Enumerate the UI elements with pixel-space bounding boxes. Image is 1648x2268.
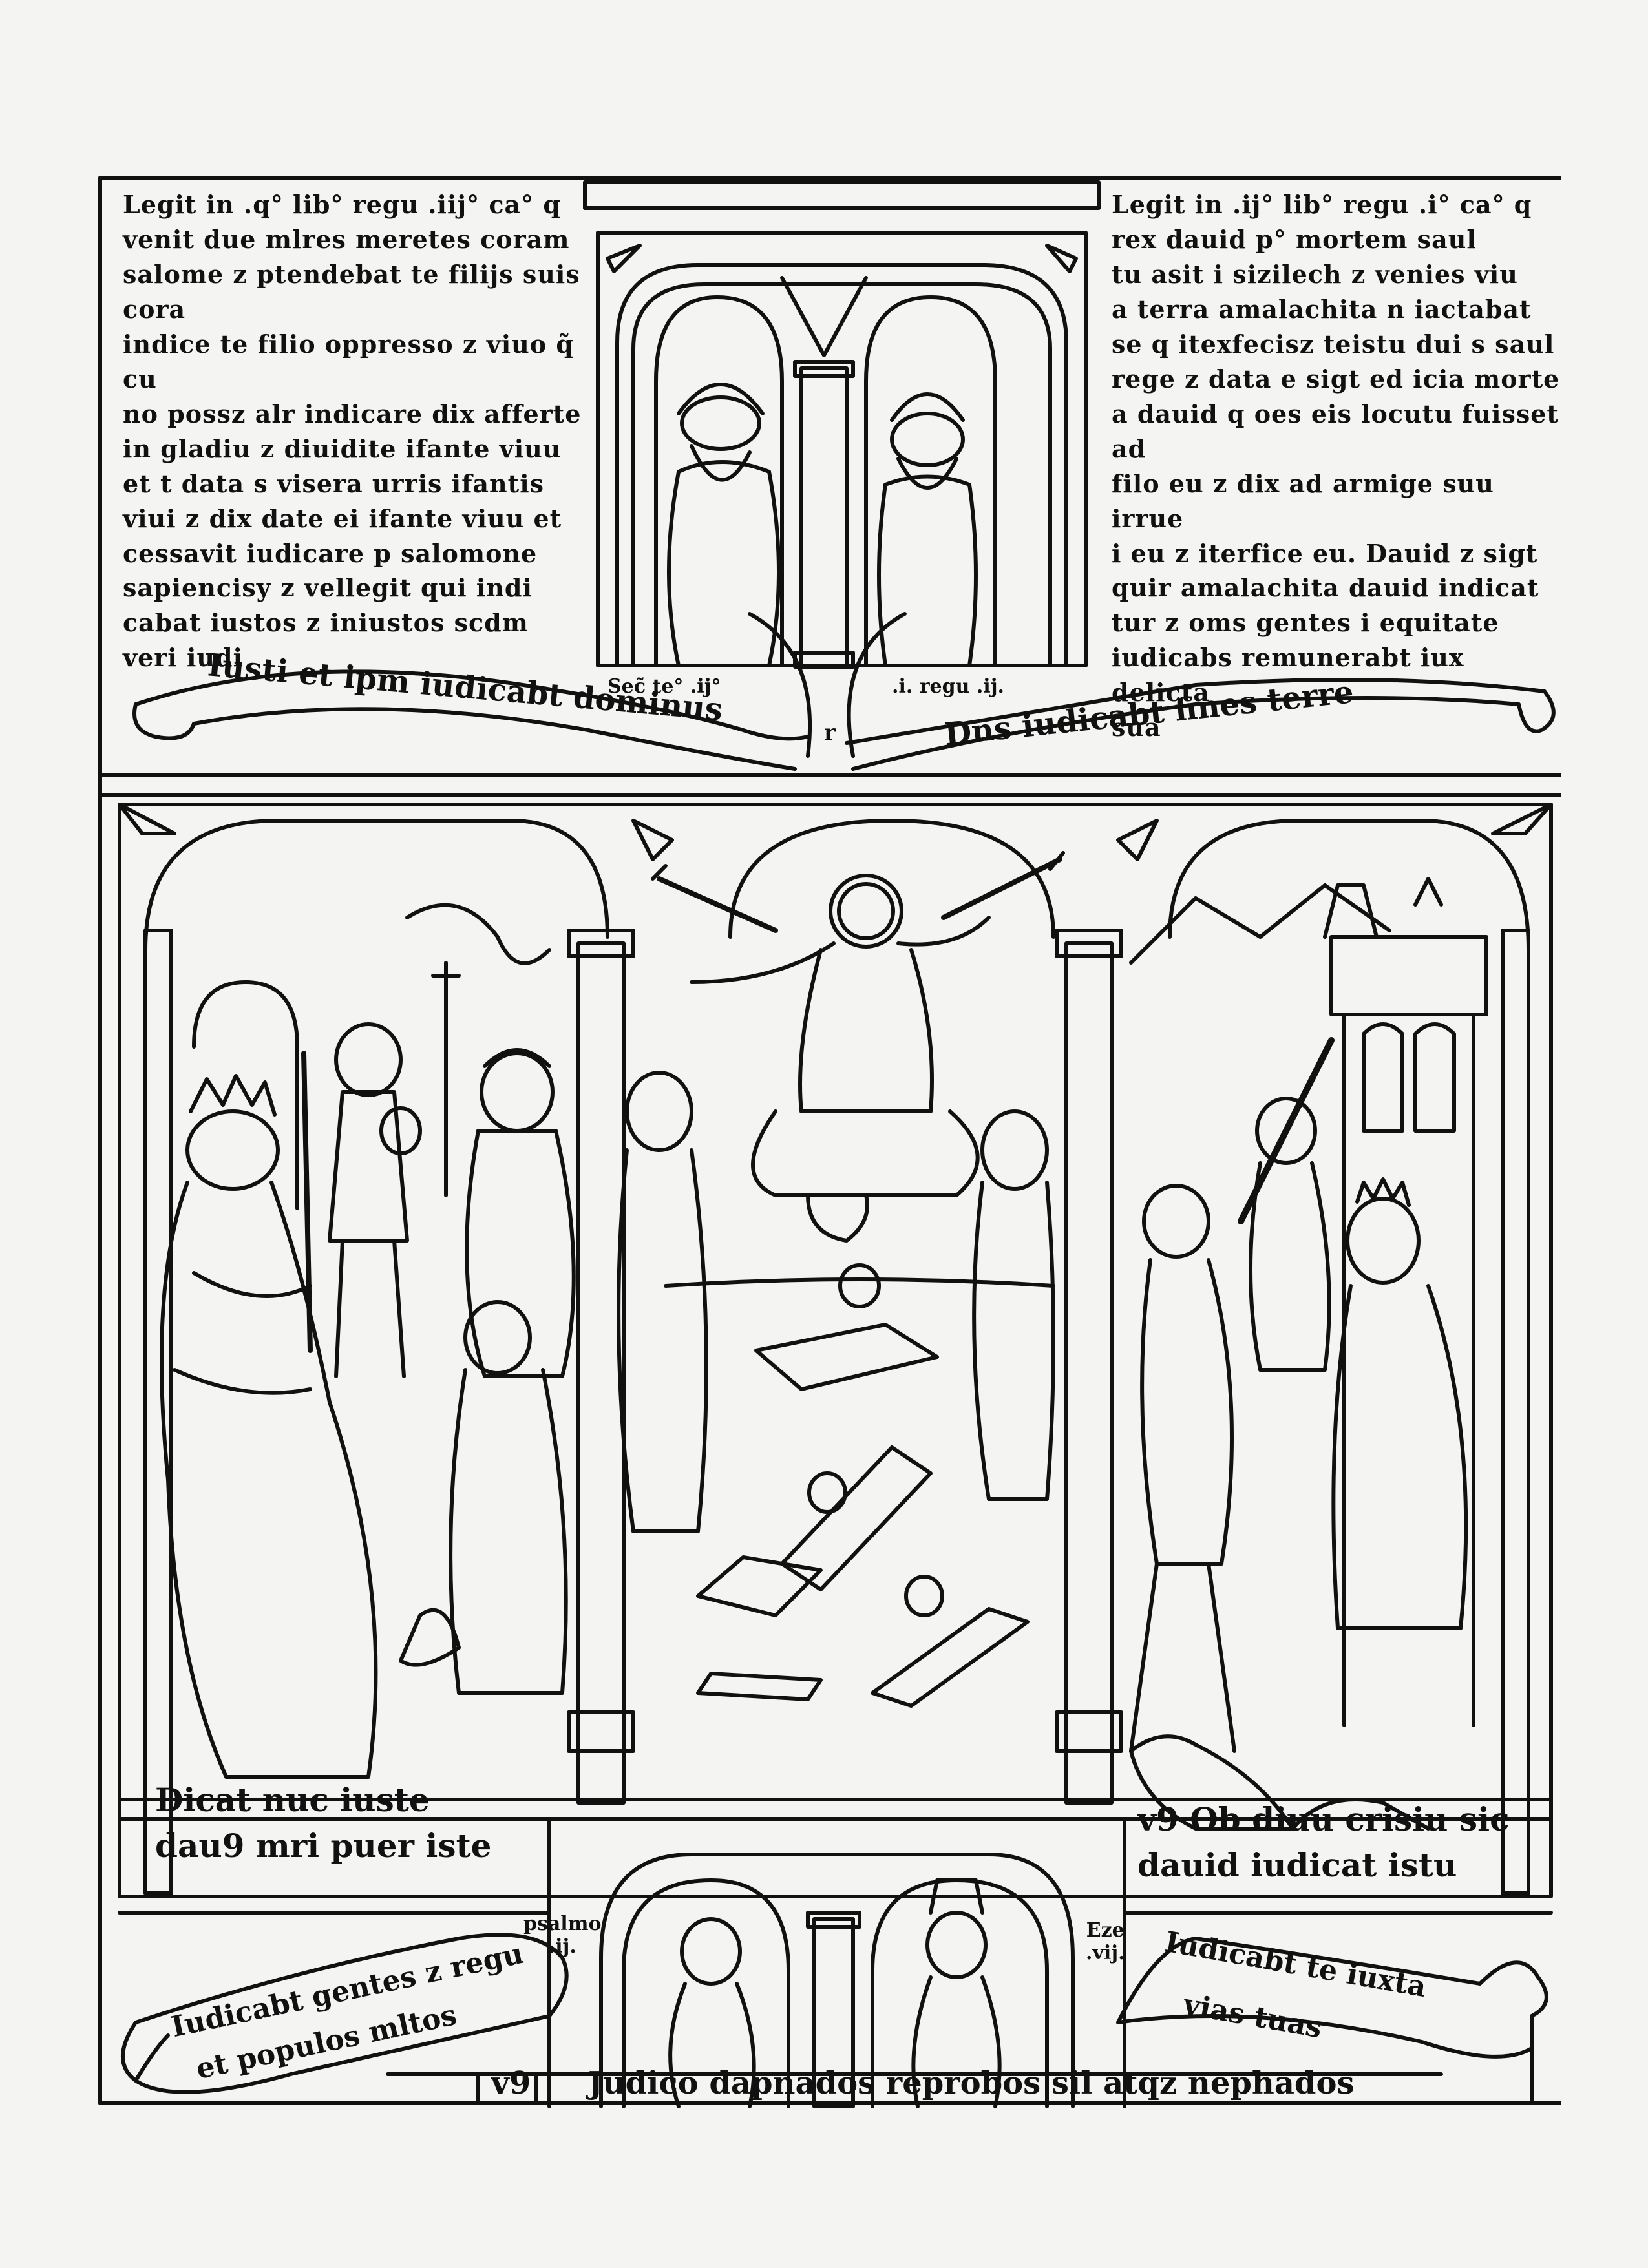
bottom-label-right: Eze .vij.: [1086, 1919, 1125, 1964]
bottom-section: [118, 1817, 1553, 2108]
bottom-left-text-block: Dicat nuc iuste dau9 mri puer iste: [155, 1781, 492, 1865]
bottom-label-left: psalmo .ij.: [523, 1913, 602, 1958]
outer-frame: [98, 176, 1561, 2105]
top-banner-scroll: [132, 669, 1556, 771]
top-label-left: Sec̃ te° .ij°: [607, 675, 721, 698]
top-label-right: .i. regu .ij.: [892, 675, 1004, 698]
woodcut-page: Legit in .q° lib° regu .iij° ca° q venit…: [97, 174, 1561, 2108]
top-left-text-block: Legit in .q° lib° regu .iij° ca° q venit…: [123, 190, 582, 673]
bottom-right-text-block: v9 Ob diuu crisiu sic dauid iudicat istu: [1137, 1800, 1510, 1884]
triptych: [118, 803, 1553, 1898]
footer-prefix: v9: [491, 2065, 531, 2101]
woodcut-illustration: [98, 176, 1561, 2108]
top-niche: [583, 180, 1101, 758]
top-right-text-block: Legit in .ij° lib° regu .i° ca° q rex da…: [1112, 190, 1560, 742]
top-banner-mid-text: r: [824, 720, 836, 746]
footer-text: Judico dapnados reprobos sil atqz nephad…: [588, 2065, 1355, 2101]
